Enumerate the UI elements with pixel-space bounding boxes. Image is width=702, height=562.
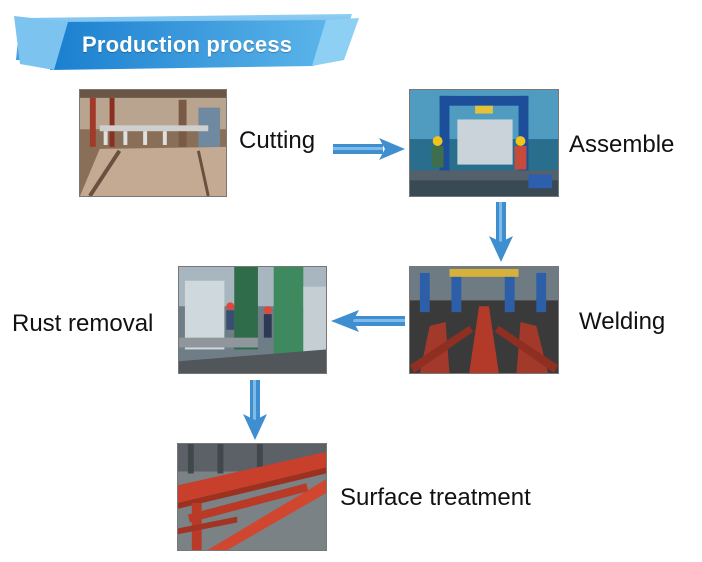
step-label-cutting: Cutting (239, 127, 316, 154)
step-label-assemble: Assemble (569, 131, 675, 158)
welding-photo (409, 266, 559, 374)
step-label-rust-removal: Rust removal (12, 310, 154, 337)
banner-shape (14, 14, 359, 70)
section-header-banner: Production process (14, 8, 359, 72)
step-label-welding: Welding (579, 308, 666, 335)
arrow-right-icon (333, 138, 405, 160)
rust-removal-photo (178, 266, 327, 374)
arrow-down-icon (243, 380, 267, 440)
assemble-photo (409, 89, 559, 197)
arrow-left-icon (331, 310, 405, 332)
banner-title: Production process (82, 32, 293, 57)
cutting-photo (79, 89, 227, 197)
step-label-surface-treatment: Surface treatment (340, 484, 531, 511)
surface-treatment-photo (177, 443, 327, 551)
arrow-down-icon (489, 202, 513, 262)
